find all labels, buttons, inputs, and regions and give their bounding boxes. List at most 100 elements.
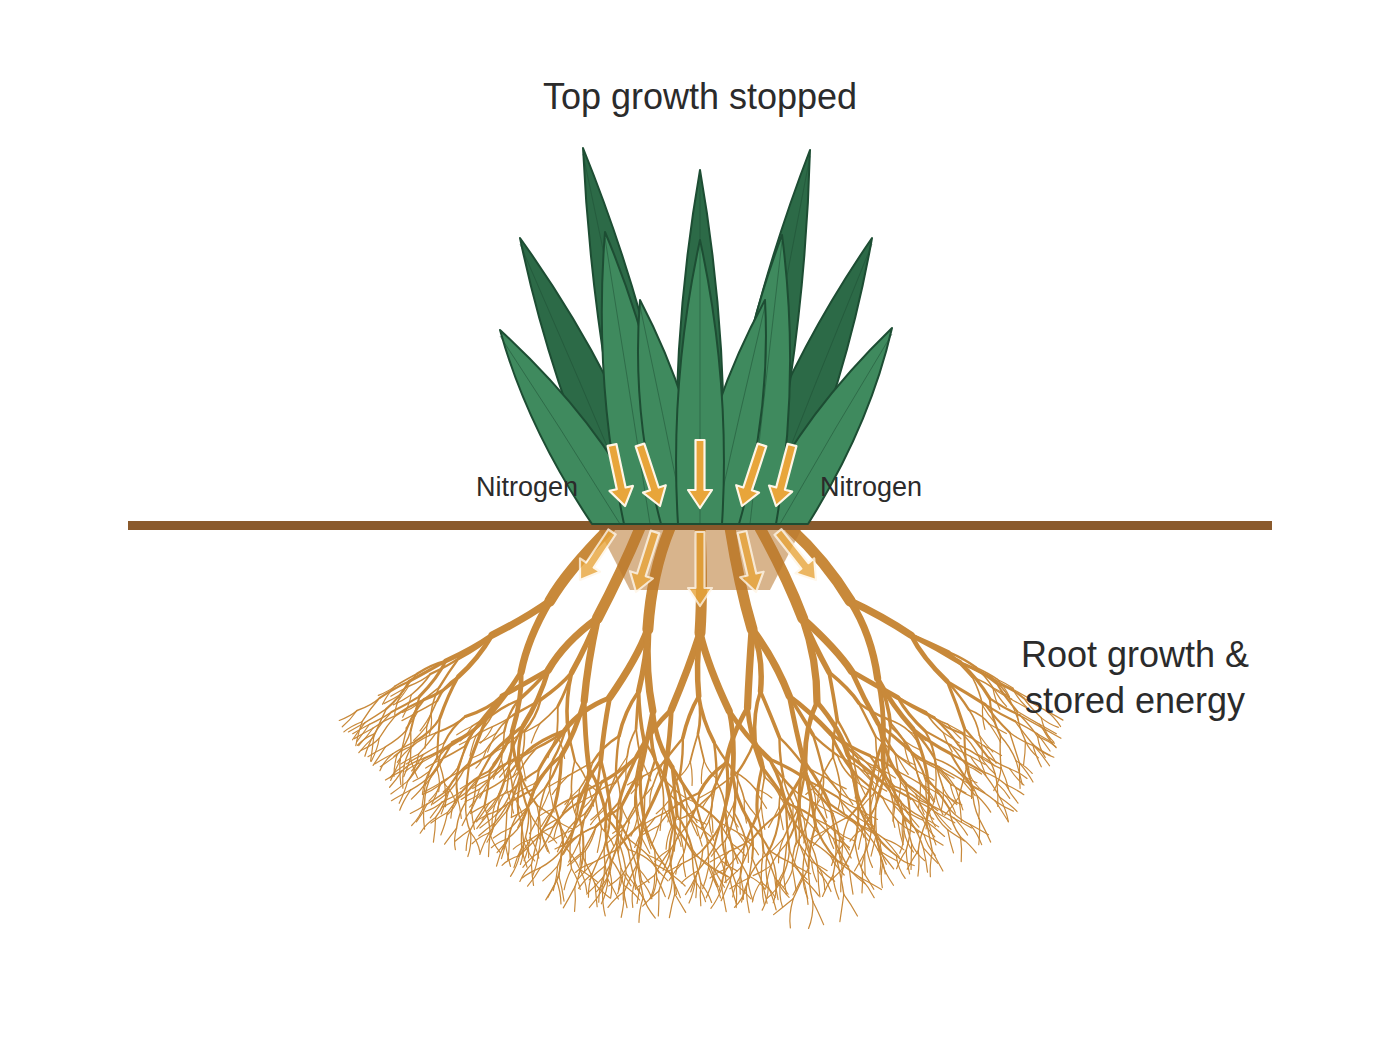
root-stroke: [585, 826, 596, 851]
nutrient-label: Nitrogen: [400, 470, 578, 505]
root-stroke: [741, 838, 753, 868]
root-stroke: [528, 806, 531, 837]
root-stroke: [935, 759, 943, 788]
root-stroke: [881, 865, 882, 888]
root-stroke: [636, 691, 639, 729]
root-stroke: [926, 821, 932, 851]
root-stroke: [615, 756, 637, 783]
root-stroke: [487, 824, 494, 842]
root-stroke: [950, 784, 966, 794]
root-stroke: [755, 740, 765, 777]
root-stroke: [419, 733, 436, 754]
root-stroke: [729, 838, 753, 851]
root-stroke: [554, 797, 575, 809]
root-stroke: [639, 691, 644, 741]
root-stroke: [531, 724, 540, 743]
root-stroke: [833, 875, 839, 899]
root-stroke: [793, 875, 803, 895]
root-stroke: [521, 601, 550, 672]
root-stroke: [643, 897, 655, 918]
root-stroke: [761, 851, 763, 881]
root-stroke: [564, 868, 571, 889]
root-stroke: [605, 783, 615, 809]
root-stroke: [655, 849, 671, 862]
root-stroke: [650, 786, 653, 806]
nitrogen-arrows: [580, 440, 816, 606]
root-stroke: [936, 768, 954, 778]
root-stroke: [437, 743, 444, 769]
root-stroke: [537, 730, 565, 747]
root-stroke: [943, 733, 959, 743]
root-stroke: [555, 806, 564, 845]
root-stroke: [803, 618, 829, 672]
root-stroke: [354, 728, 373, 738]
root-stroke: [669, 894, 674, 918]
root-stroke: [876, 834, 882, 856]
root-stroke: [749, 854, 767, 878]
root-stroke: [678, 762, 691, 779]
root-stroke: [558, 673, 572, 707]
root-stroke: [638, 864, 644, 898]
root-stroke: [700, 821, 709, 839]
root-stroke: [838, 786, 841, 809]
root-stroke: [505, 843, 510, 867]
root-stroke: [477, 767, 498, 779]
nitrogen-arrow: [608, 444, 633, 506]
root-stroke: [496, 715, 513, 733]
root-stroke: [997, 679, 1013, 688]
root-stroke: [476, 749, 487, 768]
root-stroke: [604, 809, 606, 831]
root-stroke: [706, 877, 713, 898]
nitrogen-arrow: [636, 444, 666, 506]
root-stroke: [643, 818, 655, 832]
root-stroke: [510, 856, 519, 877]
root-system: [339, 528, 1063, 928]
root-stroke: [880, 852, 893, 868]
root-stroke: [840, 894, 844, 921]
root-stroke: [659, 807, 675, 826]
root-stroke: [783, 810, 797, 838]
root-stroke: [520, 748, 537, 771]
root-stroke: [716, 773, 738, 789]
root-stroke: [793, 868, 808, 899]
root-stroke: [1000, 736, 1016, 761]
root-stroke: [500, 761, 515, 778]
root-stroke: [571, 802, 579, 839]
root-stroke: [875, 806, 877, 835]
root-stroke: [397, 746, 412, 762]
root-stroke: [979, 735, 992, 752]
root-stroke: [691, 871, 698, 892]
root-stroke: [470, 792, 484, 807]
root-stroke: [843, 816, 851, 845]
root-stroke: [527, 730, 564, 751]
root-stroke: [752, 629, 761, 691]
root-stroke: [541, 809, 553, 826]
root-stroke: [900, 831, 904, 853]
root-stroke: [552, 776, 568, 795]
root-stroke: [683, 696, 699, 738]
root-stroke: [579, 760, 601, 802]
root-stroke: [619, 756, 637, 801]
root-stroke: [591, 809, 605, 825]
nitrogen-arrow: [580, 530, 616, 581]
root-stroke: [666, 826, 672, 850]
root-stroke: [574, 887, 576, 911]
root-stroke: [675, 793, 700, 807]
root-stroke: [579, 813, 585, 842]
root-stroke: [783, 872, 786, 894]
root-stroke: [700, 883, 702, 905]
root-stroke: [977, 796, 991, 813]
root-stroke: [996, 783, 998, 806]
root-stroke: [447, 798, 458, 814]
root-stroke: [571, 761, 574, 792]
root-stroke: [949, 652, 973, 677]
root-stroke: [595, 884, 597, 907]
root-stroke: [698, 696, 700, 734]
root-stroke: [734, 773, 738, 805]
root-stroke: [353, 724, 370, 733]
grass-blade: [676, 240, 724, 524]
root-stroke: [748, 629, 753, 707]
root-stroke: [540, 706, 558, 723]
root-stroke: [698, 734, 704, 761]
root-stroke: [794, 843, 800, 866]
